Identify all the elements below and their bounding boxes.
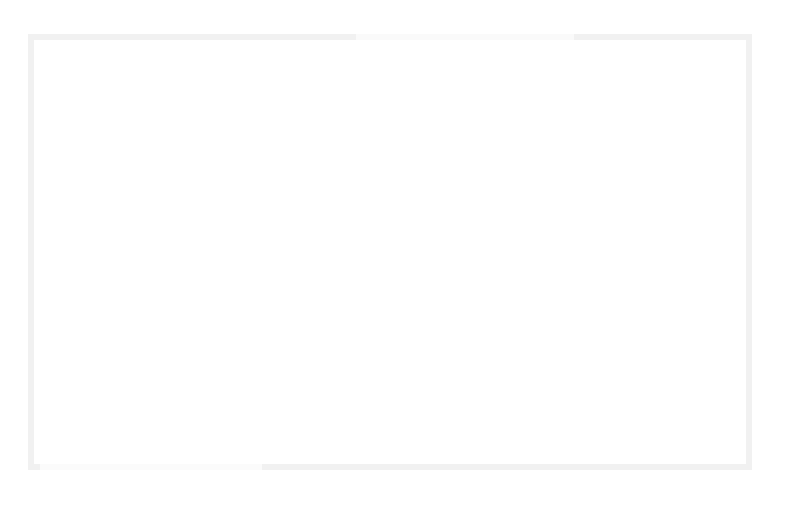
top-edge-highlight (356, 34, 574, 40)
bottom-edge-highlight (40, 464, 262, 470)
blank-content-area (34, 40, 746, 464)
